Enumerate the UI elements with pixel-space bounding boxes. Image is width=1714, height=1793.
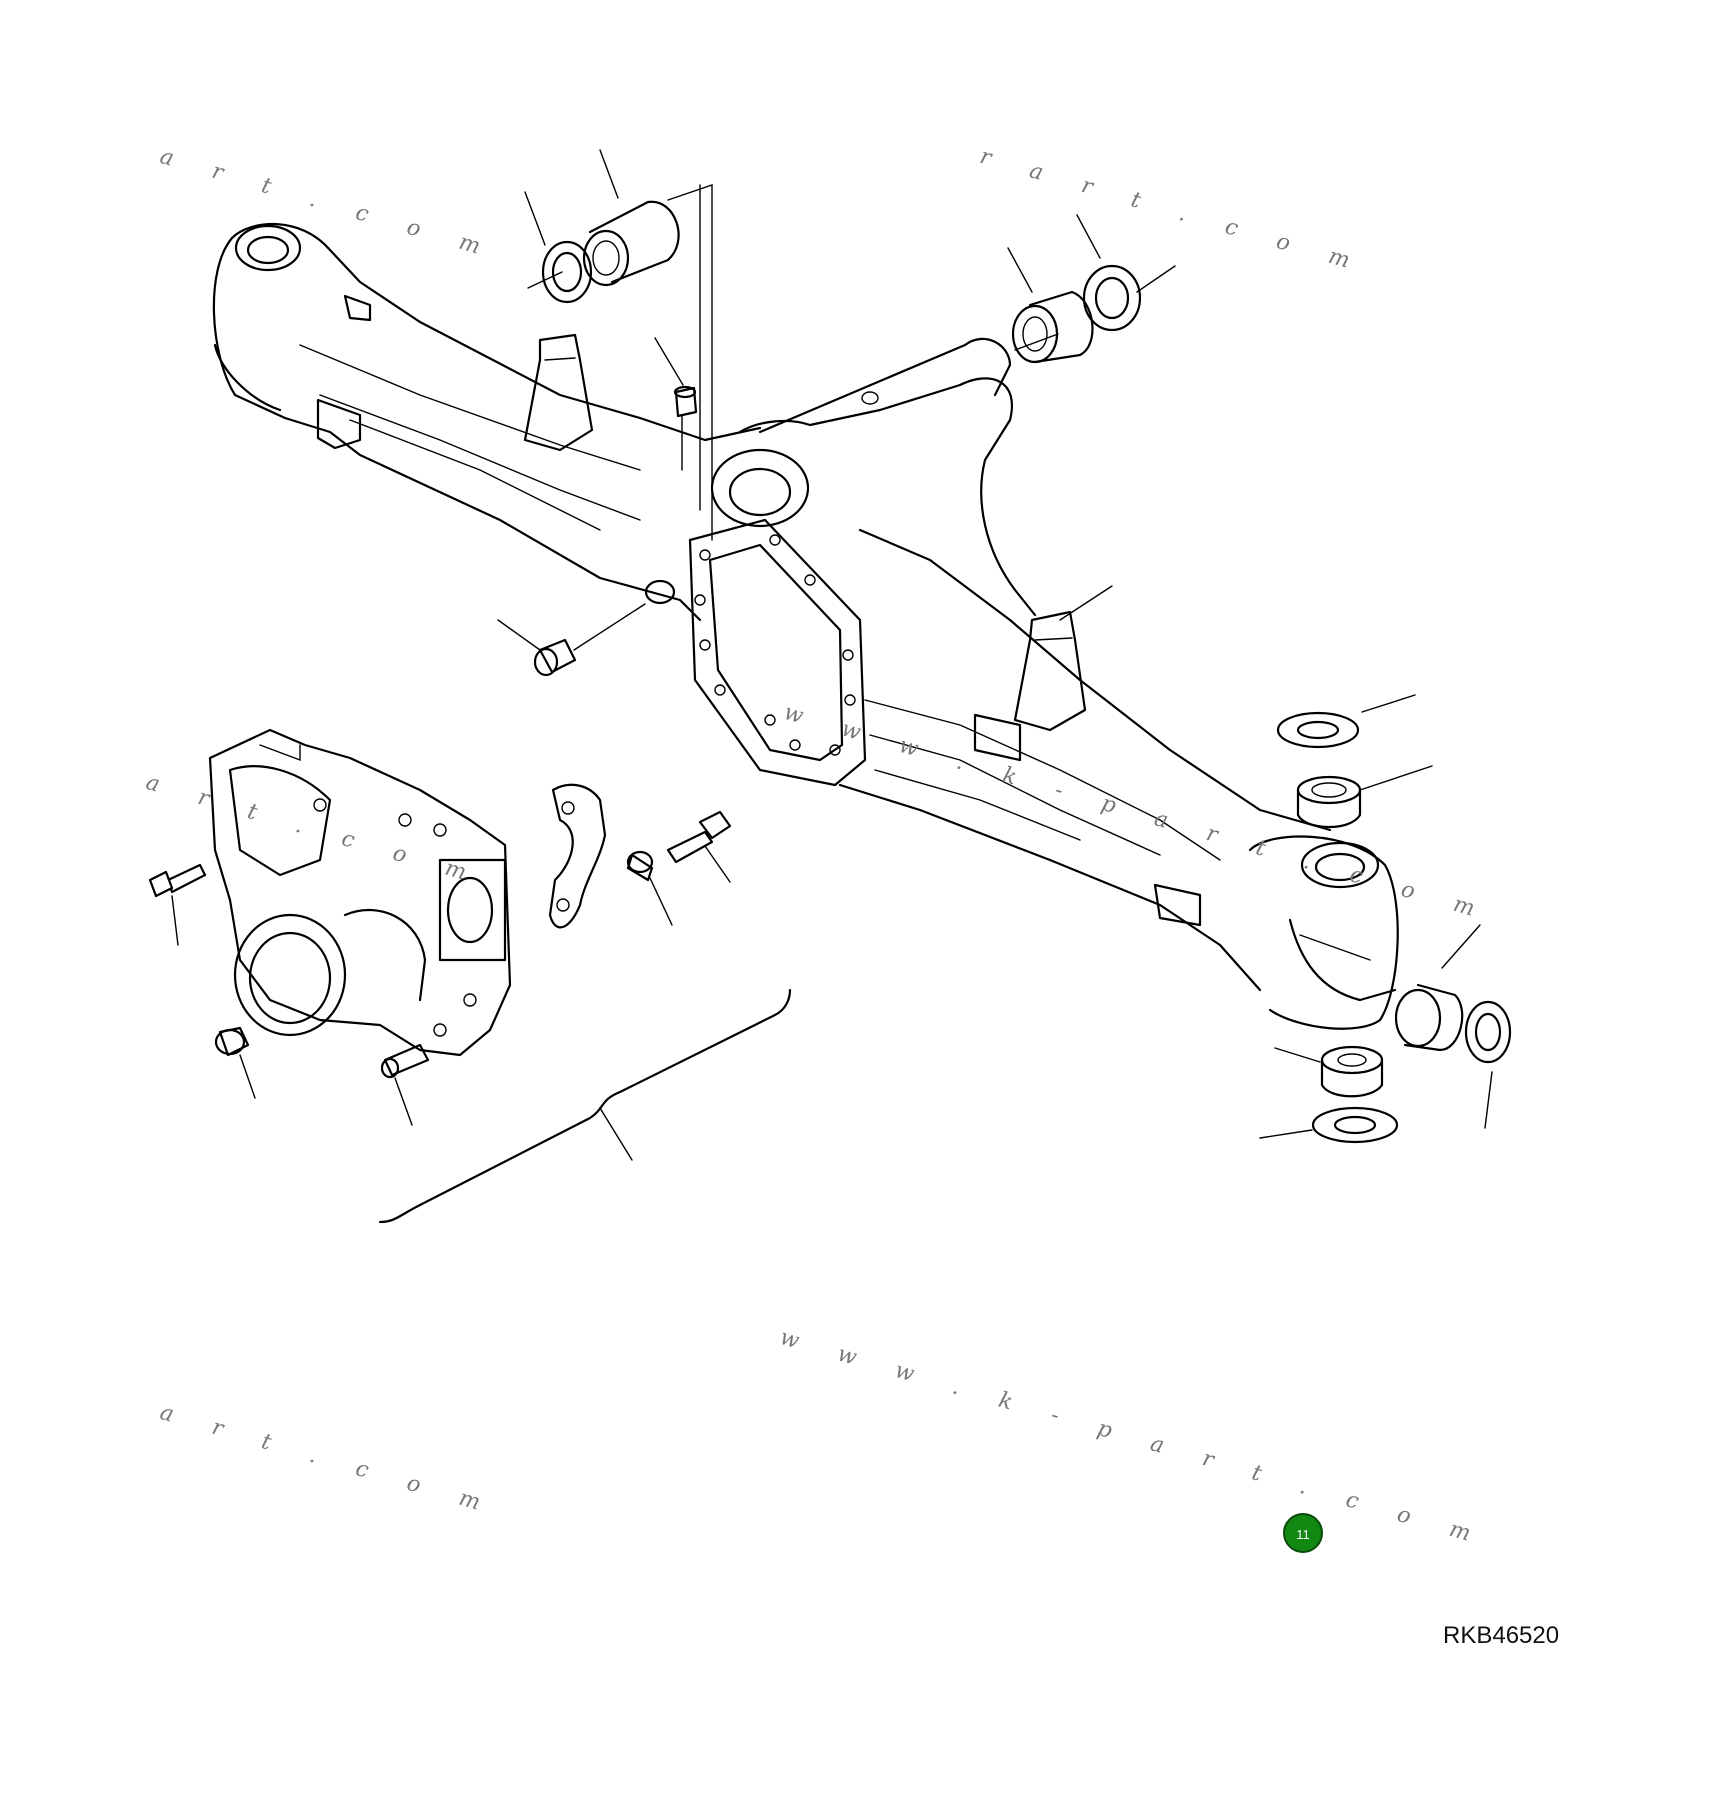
group-bracket-stem [599,1107,633,1161]
clamp-and-bolts [148,783,732,1079]
group-bracket [378,988,792,1224]
knuckle-housing [208,728,512,1057]
axle-housing [212,223,1399,1030]
fittings [533,385,698,677]
figure-code: RKB46520 [1443,1622,1560,1649]
page-badge[interactable]: 11 [1283,1513,1323,1553]
leader-lines [171,149,1493,1139]
bushings-and-seals [541,200,1512,1144]
